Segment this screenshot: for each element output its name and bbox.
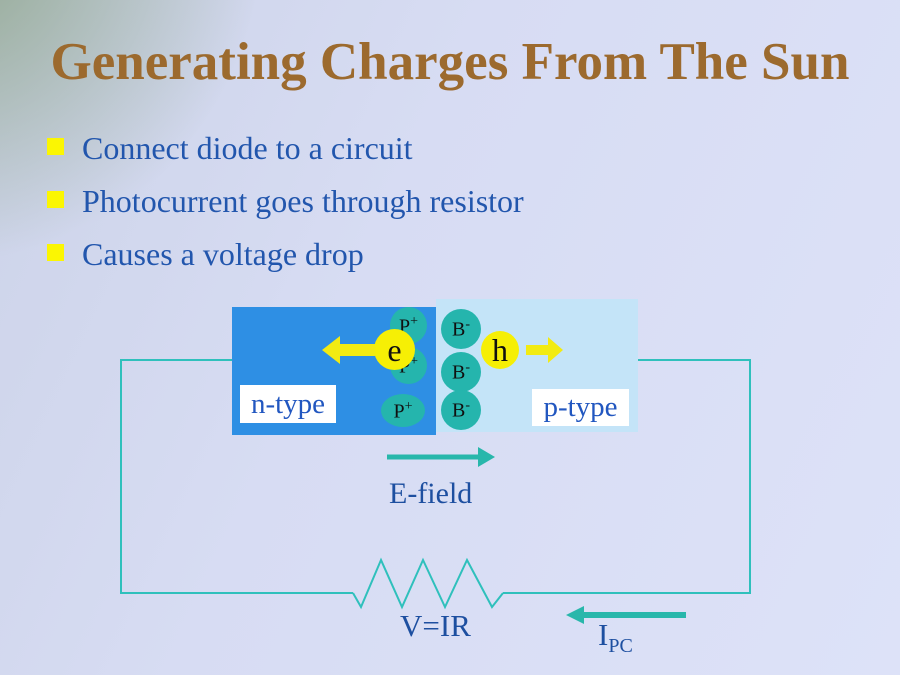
- ion-label: B-: [451, 317, 470, 341]
- bullet-text: Causes a voltage drop: [82, 236, 364, 272]
- acceptor-ion: B-: [441, 352, 481, 392]
- hole-label: h: [492, 332, 508, 368]
- hole-circle: h: [481, 331, 519, 369]
- bullet-square-icon: [47, 244, 64, 261]
- ion-label: P+: [393, 398, 413, 423]
- ion-label: B-: [451, 398, 470, 422]
- efield-arrowhead-icon: [478, 447, 495, 467]
- bullet-text: Connect diode to a circuit: [82, 130, 413, 166]
- donor-ion: P+: [381, 394, 425, 427]
- electron-circle: e: [374, 329, 415, 370]
- electron-label: e: [387, 331, 402, 368]
- p-type-label: p-type: [532, 389, 629, 426]
- acceptor-ion: B-: [441, 390, 481, 430]
- bullet-text: Photocurrent goes through resistor: [82, 183, 524, 219]
- resistor-icon: [352, 557, 504, 610]
- slide-title: Generating Charges From The Sun: [50, 33, 850, 91]
- acceptor-ion: B-: [441, 309, 481, 349]
- bullet-square-icon: [47, 191, 64, 208]
- n-type-label: n-type: [240, 385, 336, 423]
- ion-label: P+: [398, 313, 419, 338]
- ion-label: B-: [451, 360, 470, 384]
- photocurrent-label: IPC: [598, 617, 633, 657]
- bullet-square-icon: [47, 138, 64, 155]
- efield-label: E-field: [389, 477, 473, 510]
- hole-arrow-icon: [526, 337, 563, 363]
- voltage-label: V=IR: [400, 608, 471, 643]
- electron-arrow-icon: [322, 336, 375, 364]
- photocurrent-arrowhead-icon: [566, 606, 584, 624]
